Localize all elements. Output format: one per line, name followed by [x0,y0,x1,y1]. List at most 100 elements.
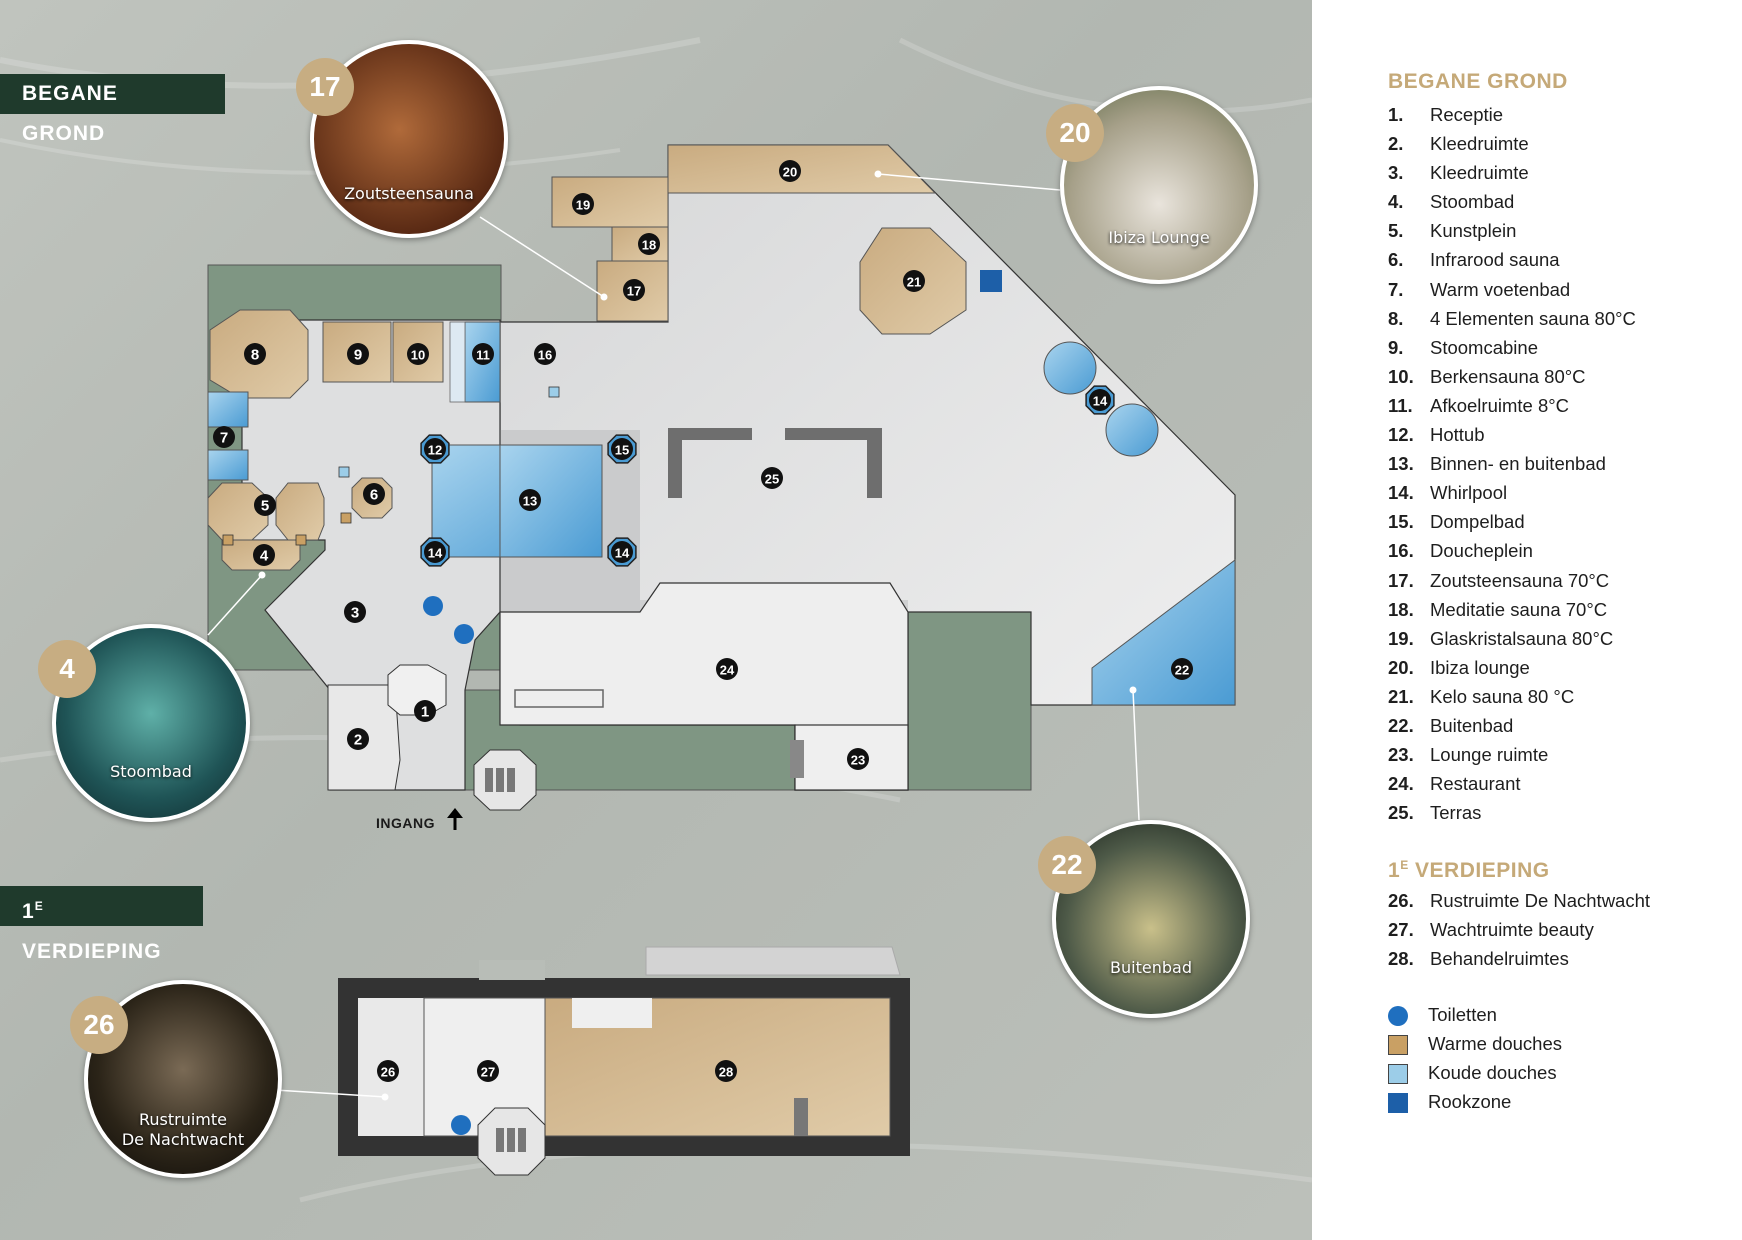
legend-item-number: 14. [1388,482,1414,504]
room-marker-27: 27 [477,1060,499,1082]
legend-item-label: Lounge ruimte [1430,744,1549,766]
room-marker-9: 9 [347,343,369,365]
legend-item-number: 4. [1388,191,1404,213]
room-marker-16: 16 [534,343,556,365]
room-marker-label: 14 [428,546,443,561]
legend-item: 3. Kleedruimte [1388,158,1636,187]
room-marker-7: 7 [213,426,235,448]
legend-item: 9.Stoomcabine [1388,333,1636,362]
first-room-markers: 26 27 28 [377,1060,737,1082]
legend-item-number: 10. [1388,365,1414,387]
legend-item-label: Ibiza lounge [1430,656,1530,678]
cold-shower-icon [338,466,350,478]
room-marker-2: 2 [347,728,369,750]
smoking-zone-icon [980,270,1002,292]
legend-item: 7.Warm voetenbad [1388,275,1636,304]
room-marker-label: 10 [411,348,425,363]
legend-item-label: Terras [1430,802,1482,824]
room-marker-label: 27 [481,1065,495,1080]
legend-item-label: Kelo sauna 80 °C [1430,685,1575,707]
room-marker-26: 26 [377,1060,399,1082]
room-marker-13: 13 [519,489,541,511]
photo-badge-4: 4 [38,640,96,698]
room-marker-label: 25 [765,472,779,487]
legend-item: 16.Doucheplein [1388,536,1636,565]
legend-item-number: 7. [1388,278,1404,300]
room-marker-14: 14 [420,537,450,567]
room-marker-4: 4 [253,544,275,566]
legend-item-number: 21. [1388,685,1414,707]
legend-item-label: Wachtruimte beauty [1430,919,1594,941]
legend-item: 14.Whirlpool [1388,478,1636,507]
legend-item-number: 15. [1388,511,1414,533]
room-marker-8: 8 [244,343,266,365]
photo-badge-22: 22 [1038,836,1096,894]
room-marker-label: 3 [351,605,359,622]
legend-item-label: Kleedruimte [1430,162,1529,184]
room-marker-10: 10 [407,343,429,365]
room-marker-28: 28 [715,1060,737,1082]
legend-item: 10. Berkensauna 80°C [1388,362,1636,391]
legend-item: 23. Lounge ruimte [1388,740,1636,769]
room-marker-label: 6 [370,487,378,504]
room-marker-label: 28 [719,1065,733,1080]
legend-item: 25.Terras [1388,798,1636,827]
photo-ibiza-lounge: Ibiza Lounge [1060,86,1258,284]
legend-item-number: 27. [1388,919,1414,941]
room-marker-24: 24 [716,658,738,680]
room-marker-label: 12 [428,443,442,458]
legend-item-label: Stoomcabine [1430,336,1538,358]
legend-item-label: Doucheplein [1430,540,1533,562]
legend-item-number: 18. [1388,598,1414,620]
room-marker-label: 13 [523,494,537,509]
legend-item-number: 19. [1388,627,1414,649]
legend-symbol-smoking-zone: Rookzone [1388,1091,1511,1114]
toilet-icon [1388,1006,1408,1027]
room-marker-23: 23 [847,748,869,770]
legend-item-label: Receptie [1430,104,1504,125]
room-marker-14: 14 [607,537,637,567]
room-marker-5: 5 [254,494,276,516]
room-marker-label: 4 [260,548,269,565]
first-floor-label: 1E VERDIEPING [0,886,203,963]
legend-item-number: 26. [1388,890,1414,911]
room-marker-label: 5 [261,498,269,515]
warm-shower-icon [340,512,352,524]
legend-item-number: 28. [1388,948,1414,970]
warm-shower-icon [295,534,307,546]
entrance-label: INGANG [376,815,435,831]
legend-item-label: Infrarood sauna [1430,249,1560,271]
legend-ground-title: BEGANE GROND [1388,70,1568,93]
warm-shower-icon [1388,1035,1408,1056]
legend-item: 28.Behandelruimtes [1388,944,1650,973]
legend-item-number: 17. [1388,569,1414,591]
legend-item-number: 2. [1388,133,1404,155]
legend-item-label: Restaurant [1430,773,1521,795]
legend-item-number: 23. [1388,744,1414,766]
legend-item-number: 12. [1388,424,1414,446]
legend-item-number: 3. [1388,162,1404,184]
room-marker-20: 20 [779,160,801,182]
room-marker-3: 3 [344,601,366,623]
ground-floor-plan [207,144,1236,830]
room-marker-6: 6 [363,483,385,505]
room-marker-label: 20 [783,165,797,180]
legend-item-label: Berkensauna 80°C [1430,365,1586,387]
room-marker-label: 1 [421,704,429,721]
room-marker-21: 21 [903,270,925,292]
legend-item-number: 6. [1388,249,1404,271]
legend-item-label: Meditatie sauna 70°C [1430,598,1608,620]
legend-item: 20.Ibiza lounge [1388,653,1636,682]
legend-item: 2.Kleedruimte [1388,129,1636,158]
legend-item: 6. Infrarood sauna [1388,245,1636,274]
photo-badge-20: 20 [1046,104,1104,162]
legend-item: 13.Binnen- en buitenbad [1388,449,1636,478]
legend-item-number: 5. [1388,220,1404,242]
room-marker-14: 14 [1085,385,1115,415]
legend-item: 24.Restaurant [1388,769,1636,798]
warm-shower-icon [222,534,234,546]
legend-item-number: 8. [1388,307,1404,329]
legend-item: 1.Receptie [1388,100,1636,129]
legend-item-number: 13. [1388,453,1414,475]
